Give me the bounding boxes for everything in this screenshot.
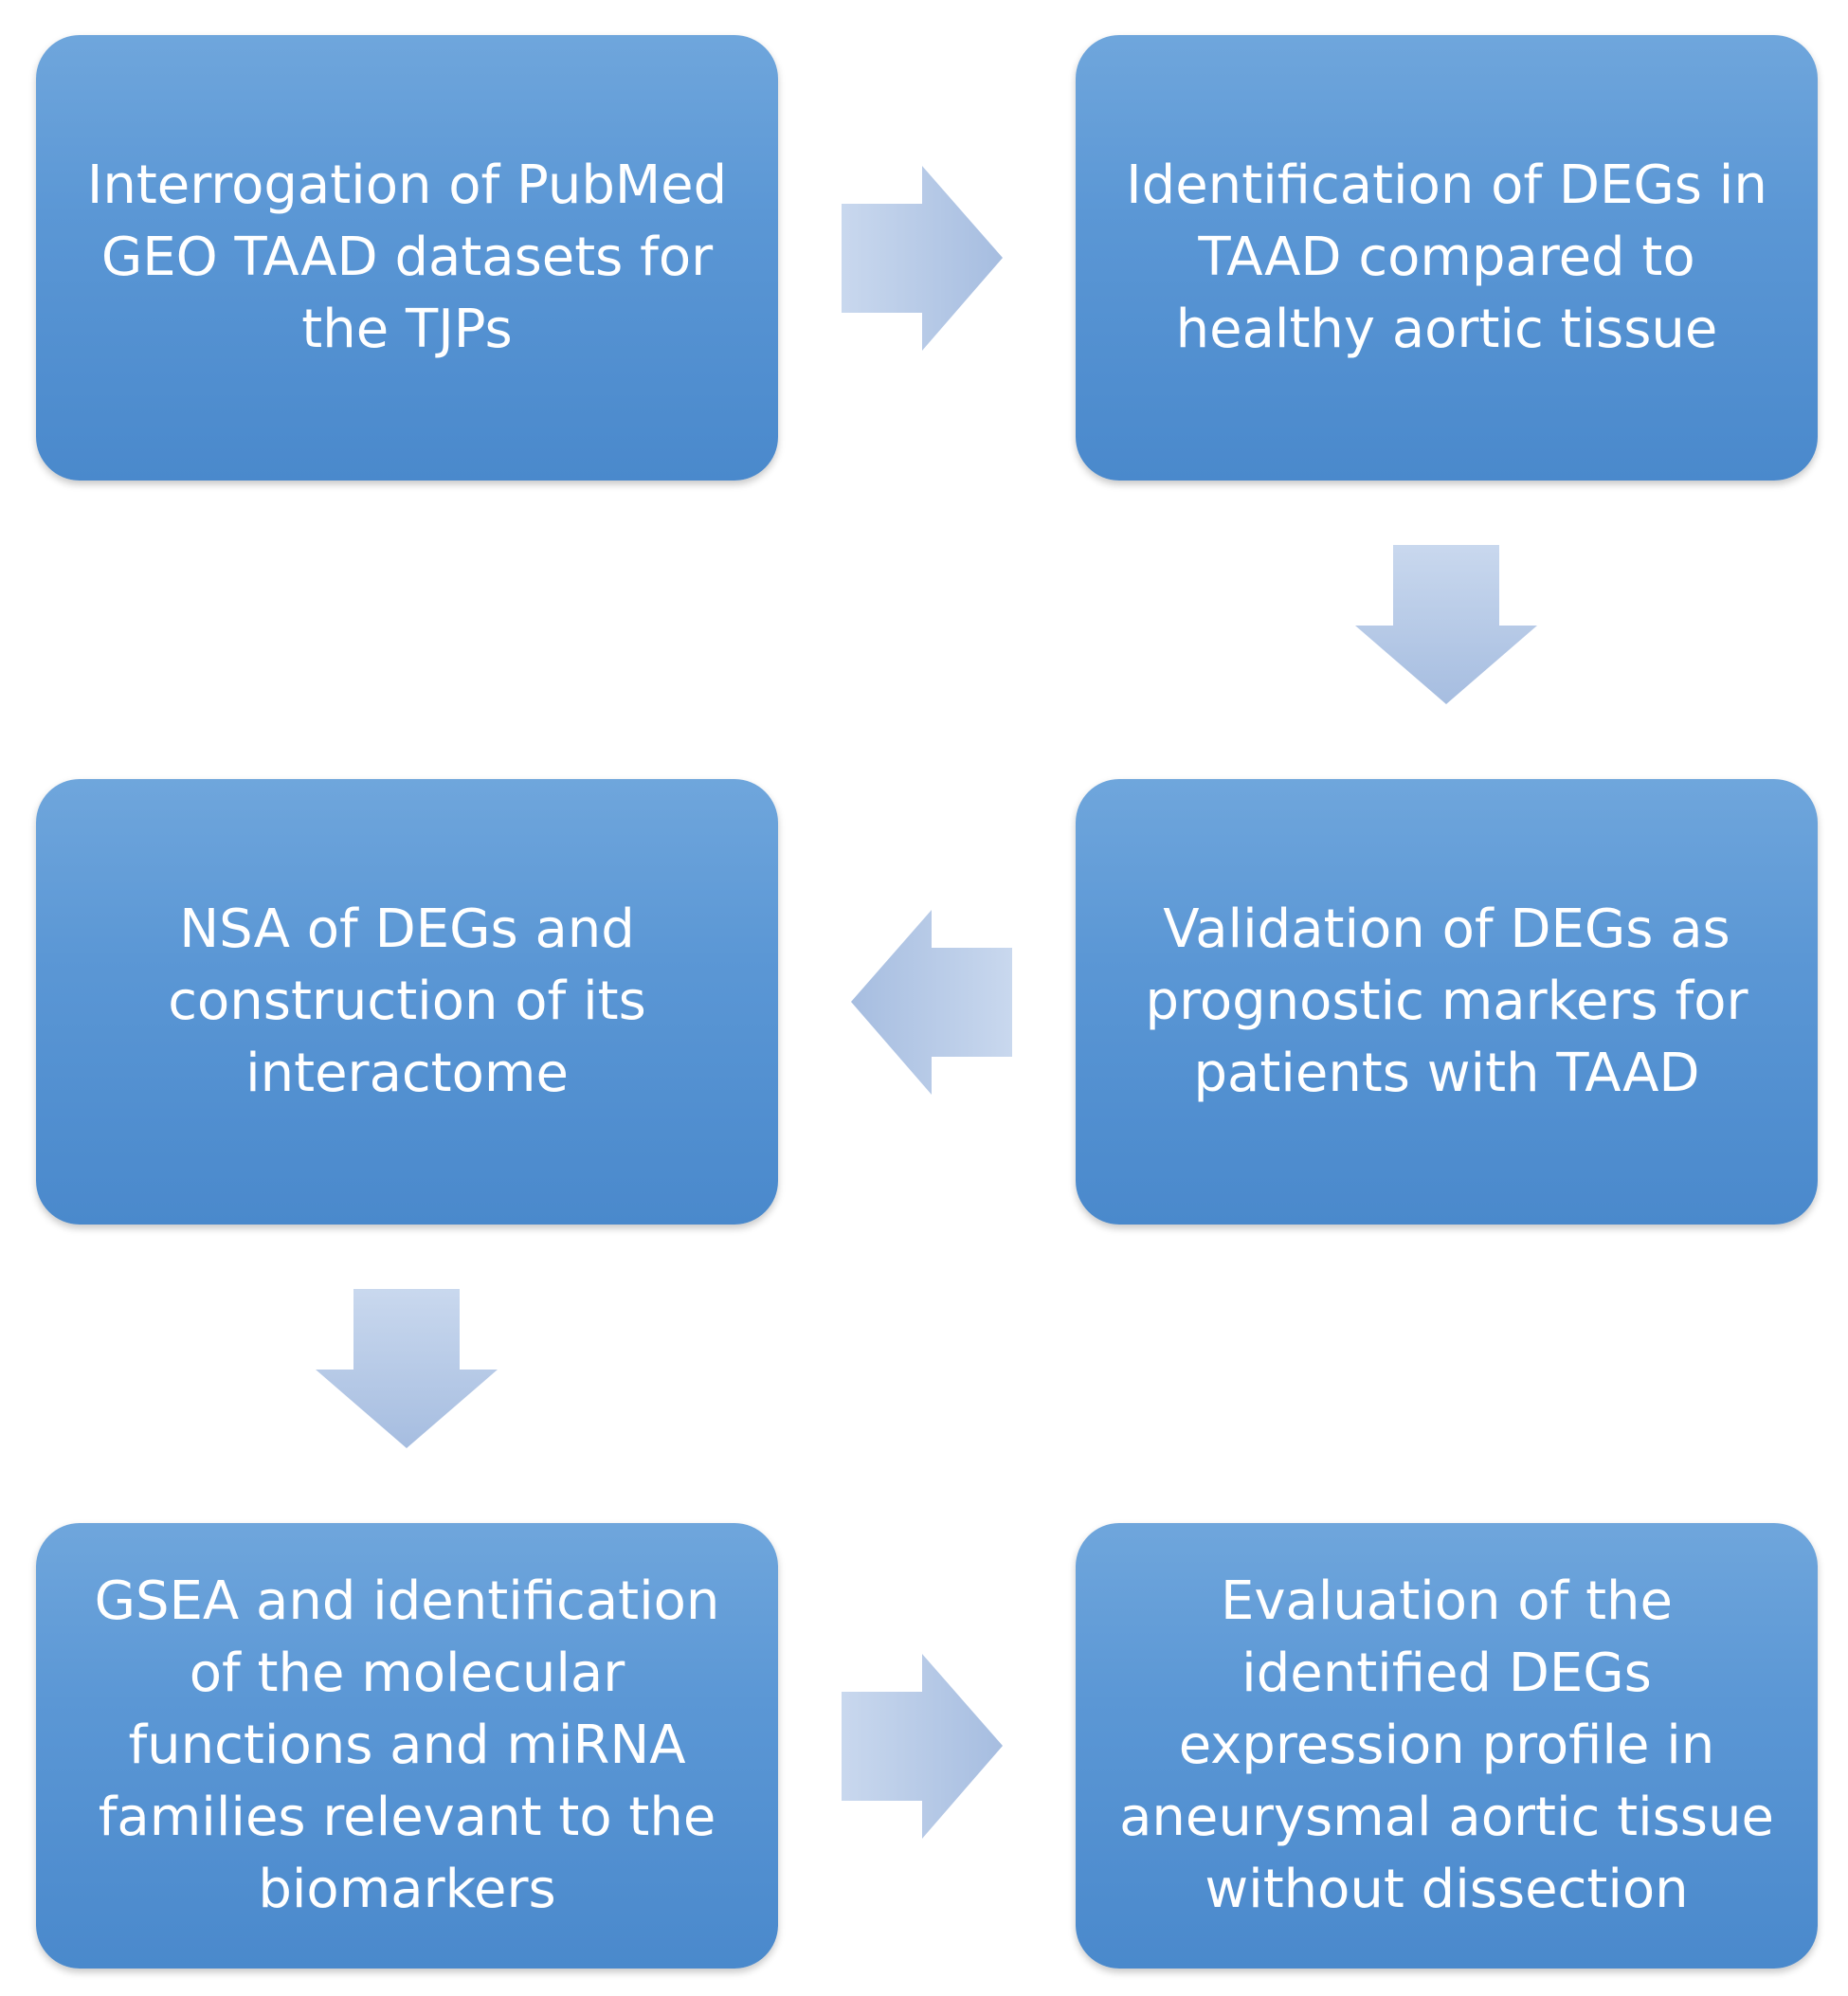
arrow-down-icon xyxy=(1355,545,1537,704)
arrow-down-icon xyxy=(316,1289,498,1448)
step-box-6: Evaluation of the identified DEGs expres… xyxy=(1076,1523,1818,1969)
step-box-2: Identification of DEGs in TAAD compared … xyxy=(1076,35,1818,481)
step-label-5: GSEA and identification of the molecular… xyxy=(94,1570,720,1920)
step-label-4: NSA of DEGs and construction of its inte… xyxy=(168,898,646,1104)
arrow-left-icon xyxy=(851,910,1012,1095)
step-box-3: Validation of DEGs as prognostic markers… xyxy=(1076,779,1818,1225)
step-label-6: Evaluation of the identified DEGs expres… xyxy=(1119,1570,1774,1920)
arrow-right-icon xyxy=(842,166,1003,351)
step-box-4: NSA of DEGs and construction of its inte… xyxy=(36,779,778,1225)
step-label-1: Interrogation of PubMed GEO TAAD dataset… xyxy=(86,154,728,360)
step-label-2: Identification of DEGs in TAAD compared … xyxy=(1126,154,1767,360)
arrow-right-icon xyxy=(842,1654,1003,1839)
step-label-3: Validation of DEGs as prognostic markers… xyxy=(1145,898,1748,1104)
step-box-5: GSEA and identification of the molecular… xyxy=(36,1523,778,1969)
step-box-1: Interrogation of PubMed GEO TAAD dataset… xyxy=(36,35,778,481)
